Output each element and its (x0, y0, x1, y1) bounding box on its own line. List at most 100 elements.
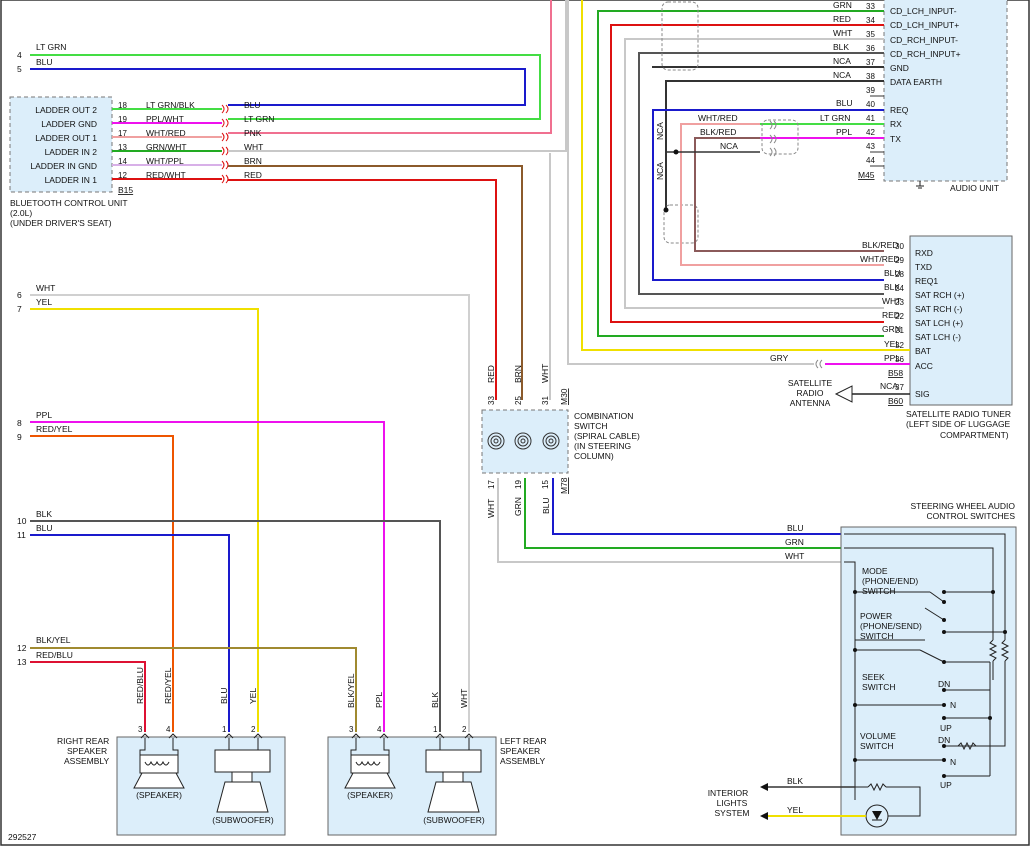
wire-pin: 4 (17, 50, 22, 60)
svg-text:DATA EARTH: DATA EARTH (890, 77, 942, 87)
svg-text:CD_LCH_INPUT-: CD_LCH_INPUT- (890, 6, 957, 16)
svg-text:BLU: BLU (541, 497, 551, 514)
bt-pin: 17 (118, 129, 127, 138)
svg-text:6: 6 (17, 290, 22, 300)
svg-text:REQ1: REQ1 (915, 276, 938, 286)
svg-text:28: 28 (895, 270, 904, 279)
wire-wht-6 (30, 294, 470, 732)
svg-text:WHT: WHT (36, 283, 55, 293)
wire-redyel-9 (30, 435, 174, 732)
svg-text:SYSTEM: SYSTEM (715, 808, 750, 818)
sat-connector: B60 (888, 396, 903, 406)
svg-text:SEEK: SEEK (862, 672, 885, 682)
wire-label: LT GRN (36, 42, 66, 52)
svg-text:RX: RX (890, 119, 902, 129)
audio-title: AUDIO UNIT (950, 183, 999, 193)
svg-text:RED/YEL: RED/YEL (163, 667, 173, 704)
svg-text:(IN STEERING: (IN STEERING (574, 441, 631, 451)
svg-text:WHT: WHT (459, 689, 469, 708)
bt-pin-label: LADDER GND (41, 119, 97, 129)
svg-text:2: 2 (462, 725, 467, 734)
svg-text:PPL: PPL (36, 410, 52, 420)
bt-sub2: (UNDER DRIVER'S SEAT) (10, 218, 112, 228)
svg-text:BLU: BLU (36, 523, 53, 533)
bt-out: RED (244, 170, 262, 180)
svg-text:CONTROL SWITCHES: CONTROL SWITCHES (927, 511, 1016, 521)
steering-box (840, 526, 1017, 836)
bt-pin: 18 (118, 101, 127, 110)
bt-pin: 13 (118, 143, 127, 152)
sat-title: SATELLITE RADIO TUNER (906, 409, 1011, 419)
audio-unit: AUDIO UNIT M45 33 CD_LCH_INPUT- 34 CD_LC… (597, 0, 1008, 337)
svg-text:40: 40 (866, 100, 875, 109)
svg-text:37: 37 (866, 58, 875, 67)
svg-text:YEL: YEL (36, 297, 52, 307)
wire-grn-19 (524, 478, 844, 549)
svg-text:WHT: WHT (882, 296, 901, 306)
svg-text:11: 11 (17, 530, 26, 540)
svg-text:RED/BLU: RED/BLU (36, 650, 73, 660)
svg-text:BLK: BLK (430, 692, 440, 708)
svg-text:TX: TX (890, 134, 901, 144)
svg-text:LIGHTS: LIGHTS (717, 798, 748, 808)
wire-grn-audio (597, 10, 884, 337)
audio-unit-box (883, 0, 1008, 182)
bt-title: BLUETOOTH CONTROL UNIT (10, 198, 128, 208)
svg-text:SWITCH: SWITCH (574, 421, 608, 431)
antenna-label: ANTENNA (790, 398, 831, 408)
svg-text:25: 25 (514, 396, 523, 405)
svg-text:LEFT REAR: LEFT REAR (500, 736, 547, 746)
svg-text:12: 12 (17, 643, 27, 653)
svg-text:GRN: GRN (882, 324, 901, 334)
right-rear-speaker-assembly: RIGHT REAR SPEAKER ASSEMBLY RED/BLU RED/… (57, 667, 286, 836)
svg-text:GND: GND (890, 63, 909, 73)
svg-text:RED/YEL: RED/YEL (36, 424, 73, 434)
wire-redblu-13 (30, 661, 146, 732)
svg-text:POWER: POWER (860, 611, 892, 621)
wire-red-audio (610, 24, 884, 323)
svg-text:SAT RCH (+): SAT RCH (+) (915, 290, 965, 300)
wire-wht-17 (497, 478, 844, 563)
wire-lt-grn (30, 54, 541, 120)
svg-text:COMBINATION: COMBINATION (574, 411, 633, 421)
svg-text:(PHONE/END): (PHONE/END) (862, 576, 918, 586)
svg-text:VOLUME: VOLUME (860, 731, 896, 741)
svg-text:RED: RED (833, 14, 851, 24)
wire-blk-audio (638, 52, 884, 295)
bluetooth-box (9, 96, 113, 193)
svg-text:SAT LCH (-): SAT LCH (-) (915, 332, 961, 342)
interior-lights: BLK YEL INTERIOR LIGHTS SYSTEM (708, 776, 866, 820)
svg-text:39: 39 (866, 86, 875, 95)
bt-wire: GRN/WHT (146, 142, 187, 152)
svg-text:SWITCH: SWITCH (860, 741, 894, 751)
svg-text:MODE: MODE (862, 566, 888, 576)
wire-blu (30, 68, 526, 106)
svg-text:BLU: BLU (836, 98, 853, 108)
svg-text:STEERING WHEEL AUDIO: STEERING WHEEL AUDIO (910, 501, 1015, 511)
svg-text:RED: RED (486, 365, 496, 383)
bt-out: BLU (244, 100, 261, 110)
bt-connector: B15 (118, 185, 133, 195)
svg-text:(SPEAKER): (SPEAKER) (347, 790, 393, 800)
bt-pin: 14 (118, 157, 127, 166)
svg-text:(SUBWOOFER): (SUBWOOFER) (423, 815, 485, 825)
svg-text:WHT/RED: WHT/RED (860, 254, 900, 264)
svg-text:44: 44 (866, 156, 875, 165)
svg-text:32: 32 (895, 341, 904, 350)
svg-text:BRN: BRN (513, 365, 523, 383)
wire-blk-10 (30, 520, 441, 732)
svg-text:BLU: BLU (219, 687, 229, 704)
bt-pin-label: LADDER OUT 2 (35, 105, 97, 115)
svg-text:29: 29 (895, 256, 904, 265)
svg-text:WHT: WHT (785, 551, 804, 561)
wire-red (228, 179, 497, 400)
left-rear-speaker-assembly: LEFT REAR SPEAKER ASSEMBLY BLK/YEL PPL B… (327, 673, 547, 836)
bt-out: WHT (244, 142, 263, 152)
svg-text:36: 36 (866, 44, 875, 53)
svg-text:SPEAKER: SPEAKER (500, 746, 540, 756)
svg-text:SAT LCH (+): SAT LCH (+) (915, 318, 963, 328)
splice-label: NCA (720, 141, 738, 151)
svg-text:N: N (950, 700, 956, 710)
bt-pin: 19 (118, 115, 127, 124)
